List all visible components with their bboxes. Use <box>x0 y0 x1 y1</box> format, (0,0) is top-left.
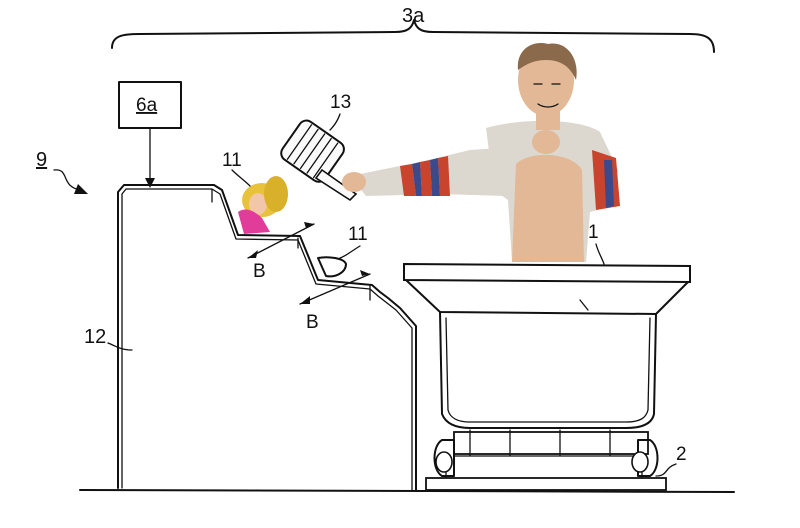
doll-hair-flow <box>264 176 288 212</box>
label-b-upper: B <box>253 261 266 282</box>
label-9: 9 <box>36 149 47 171</box>
hammer-grooves <box>286 124 339 179</box>
cart-right-wheel <box>637 439 659 477</box>
person <box>342 43 620 262</box>
arrow-b-lower <box>299 273 371 305</box>
leader-1 <box>595 243 605 265</box>
label-12: 12 <box>84 326 106 348</box>
cart-frame <box>453 431 649 455</box>
object-11-lower <box>317 256 347 278</box>
label-11-upper: 11 <box>222 150 242 171</box>
cart-plate <box>425 477 667 491</box>
doll-dress <box>238 209 270 234</box>
container-detail <box>579 299 589 311</box>
label-11-lower: 11 <box>348 224 368 245</box>
label-b-lower: B <box>306 312 319 333</box>
person-face-details <box>533 83 561 108</box>
arrow-b-lower-head2 <box>360 270 370 276</box>
bracket-3a <box>111 19 715 53</box>
cart-left-caster <box>435 451 453 473</box>
arrow-6a-head <box>145 178 155 188</box>
arrow-9 <box>53 169 81 191</box>
leader-11-upper <box>231 169 251 187</box>
container-flare <box>405 279 689 315</box>
cart-left-wheel <box>433 439 455 477</box>
label-2: 2 <box>676 444 687 465</box>
person-right-sleeve-blue <box>604 160 614 208</box>
container-body <box>439 311 657 429</box>
arrow-b-upper <box>247 223 315 259</box>
leader-2 <box>655 463 677 477</box>
arrow-9-head <box>74 184 88 194</box>
arrow-b-upper-head2 <box>304 222 314 228</box>
base-cart <box>425 429 667 491</box>
floor-line <box>79 489 735 493</box>
container-rim <box>403 262 691 284</box>
arrow-b-upper-head1 <box>248 250 258 258</box>
person-belly <box>512 154 584 262</box>
label-1: 1 <box>588 222 599 243</box>
cart-struts <box>445 429 643 479</box>
doll-face <box>249 193 267 215</box>
person-hand <box>532 130 560 154</box>
person-fist <box>342 172 366 192</box>
person-sleeve-blue <box>412 158 440 196</box>
container-1 <box>403 262 691 429</box>
cart-right-caster <box>631 451 649 473</box>
machine-step-lines <box>211 189 371 301</box>
person-sleeve-stripes <box>400 156 450 196</box>
leader-13 <box>329 113 341 131</box>
person-hair <box>517 43 577 80</box>
leader-11-lower <box>339 245 361 259</box>
label-3a: 3a <box>402 5 425 27</box>
machine-body-inner <box>121 188 413 491</box>
label-13: 13 <box>330 92 351 113</box>
machine-body <box>117 184 417 491</box>
label-6a: 6a <box>136 95 158 116</box>
arrow-b-lower-head1 <box>300 296 310 304</box>
leader-12 <box>107 342 133 351</box>
doll-figure <box>238 176 288 234</box>
hammer <box>280 119 358 202</box>
container-inner <box>445 317 651 423</box>
